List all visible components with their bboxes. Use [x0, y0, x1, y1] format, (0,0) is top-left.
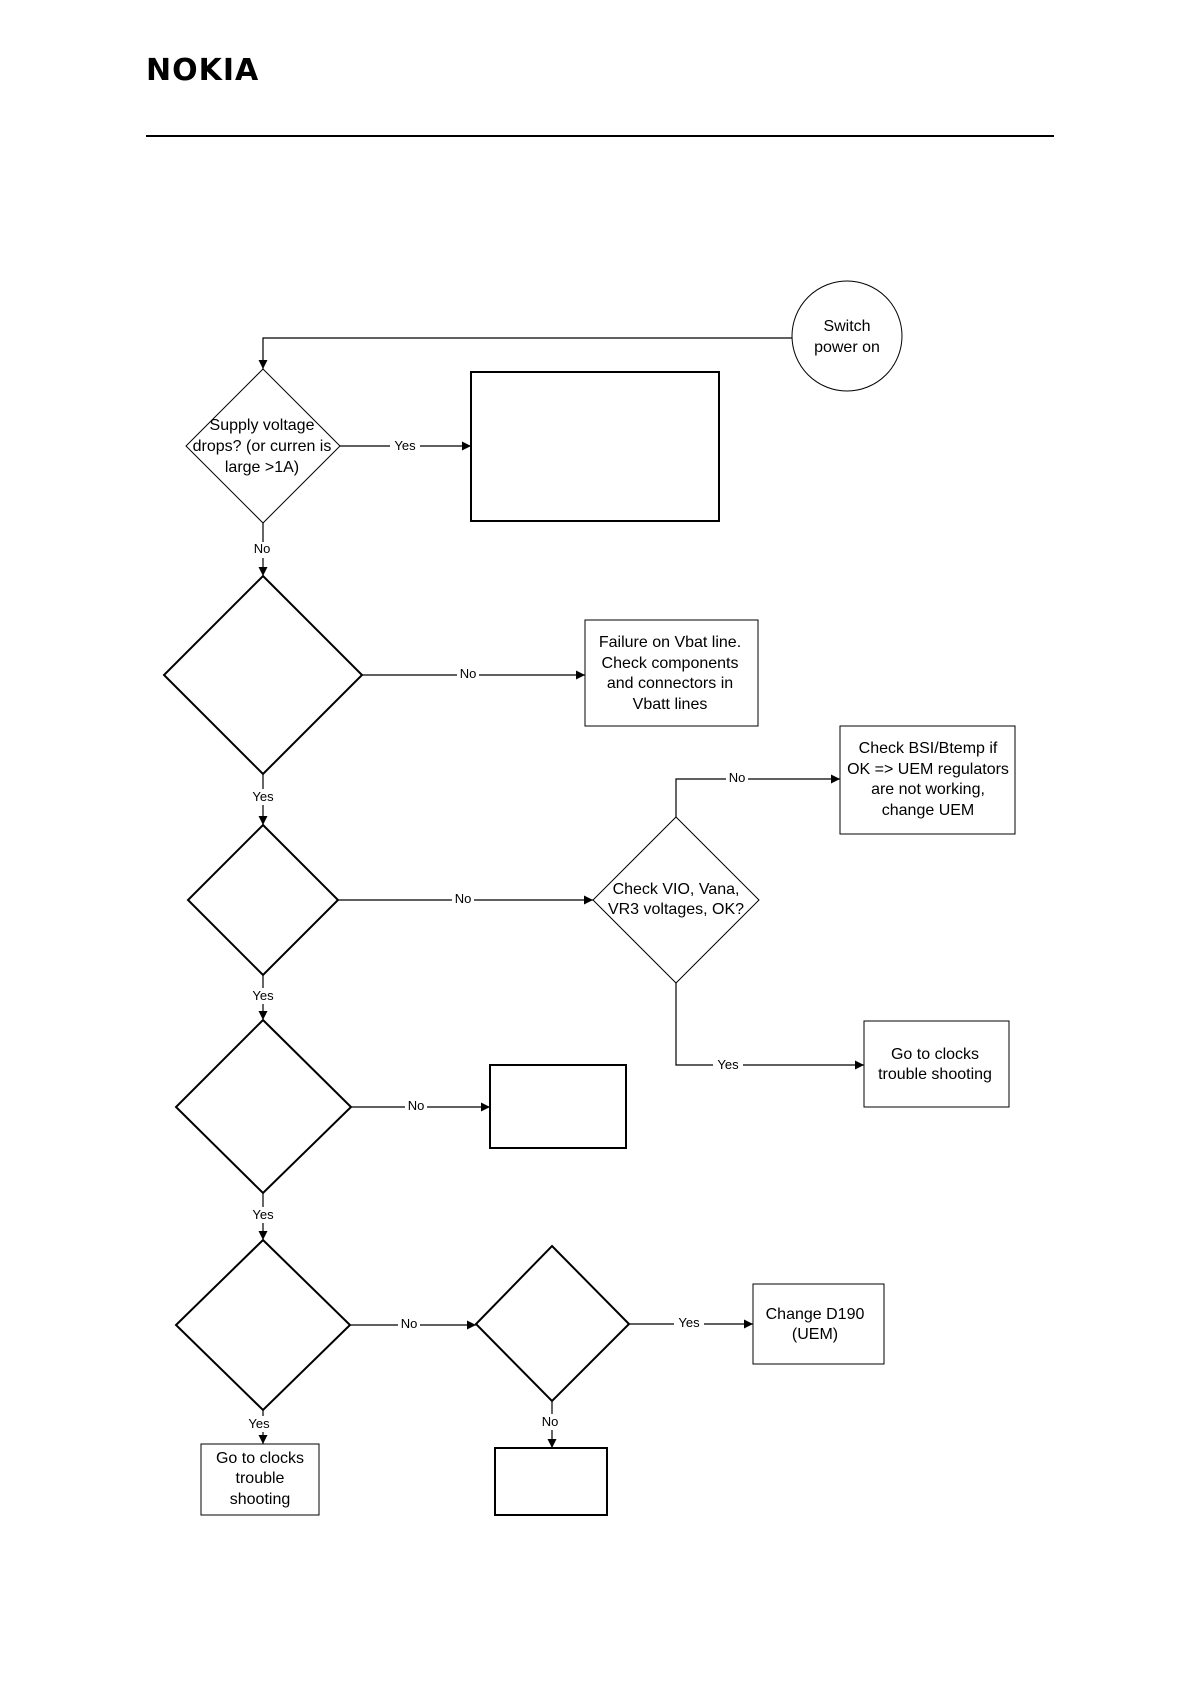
clocks-bottom-line-2: trouble — [236, 1470, 285, 1487]
edge-label-blank2-yes: Yes — [252, 988, 274, 1003]
edge-label-vio-no: No — [729, 770, 746, 785]
supply-label-line-2: drops? (or curren is — [193, 438, 332, 455]
edge-label-blank4-yes: Yes — [248, 1416, 270, 1431]
edge-label-supply-yes: Yes — [394, 438, 416, 453]
clocks-bottom-line-3: shooting — [230, 1491, 291, 1508]
vbat-failure-line-2: Check components — [602, 655, 739, 672]
decision-blank-3 — [174, 1018, 353, 1195]
label-bg — [390, 437, 420, 453]
decision-blank-2 — [186, 823, 340, 977]
label-bg — [713, 1056, 743, 1072]
vbat-failure-line-3: and connectors in — [607, 675, 733, 692]
check-bsi-line-1: Check BSI/Btemp if — [859, 740, 998, 757]
start-label-line-1: Switch — [823, 318, 870, 335]
label-bg — [457, 666, 479, 682]
decision-blank-4 — [174, 1238, 352, 1412]
check-bsi-line-3: are not working, — [871, 781, 985, 798]
edge-label-blank5-yes: Yes — [678, 1315, 700, 1330]
label-bg — [405, 1098, 427, 1114]
label-bg — [452, 891, 474, 907]
label-bg — [252, 542, 274, 558]
nokia-logo: NOKIA — [146, 53, 259, 88]
edge-label-blank4-no: No — [401, 1316, 418, 1331]
box-vbat-failure — [584, 619, 759, 727]
check-vio-line-2: VR3 voltages, OK? — [608, 901, 744, 918]
decision-check-vio — [592, 816, 760, 984]
edge-start-to-supply — [258, 337, 792, 369]
edge-label-supply-no: No — [254, 541, 271, 556]
supply-label-line-3: large >1A) — [225, 459, 299, 476]
edge-label-vio-yes: Yes — [717, 1057, 739, 1072]
start-label-line-2: power on — [814, 339, 880, 356]
label-bg — [540, 1414, 562, 1430]
edge-vio-yes — [675, 983, 864, 1070]
label-bg — [248, 789, 278, 805]
check-bsi-line-4: change UEM — [882, 802, 975, 819]
edge-label-blank2-no: No — [455, 891, 472, 906]
edge-label-blank5-no: No — [542, 1414, 559, 1429]
decision-blank-1 — [162, 574, 364, 776]
edge-label-blank1-no: No — [460, 666, 477, 681]
vbat-failure-line-1: Failure on Vbat line. — [599, 634, 741, 651]
vbat-failure-line-4: Vbatt lines — [633, 696, 708, 713]
label-bg — [244, 1416, 274, 1432]
box-clocks-right — [863, 1020, 1010, 1108]
box-check-bsi — [839, 725, 1016, 835]
start-circle — [791, 280, 903, 392]
supply-label-line-1: Supply voltage — [210, 417, 315, 434]
edge-label-blank1-yes: Yes — [252, 789, 274, 804]
label-bg — [674, 1315, 704, 1331]
edge-vio-no — [675, 774, 840, 817]
edge-label-blank3-no: No — [408, 1098, 425, 1113]
change-d190-line-2: (UEM) — [792, 1326, 838, 1343]
decision-blank-5 — [474, 1244, 631, 1403]
blank-box-supply-yes — [470, 371, 720, 522]
check-bsi-line-2: OK => UEM regulators — [847, 761, 1009, 778]
edge-label-blank3-yes: Yes — [252, 1207, 274, 1222]
label-bg — [248, 1207, 278, 1223]
label-bg — [248, 988, 278, 1004]
clocks-bottom-line-1: Go to clocks — [216, 1450, 304, 1467]
clocks-right-line-2: trouble shooting — [878, 1066, 992, 1083]
box-change-d190 — [752, 1283, 885, 1365]
change-d190-line-1: Change D190 — [766, 1306, 865, 1323]
box-clocks-bottom — [200, 1443, 320, 1516]
label-bg — [726, 770, 748, 786]
label-bg — [398, 1316, 420, 1332]
clocks-right-line-1: Go to clocks — [891, 1046, 979, 1063]
blank-box-decision-5-no — [494, 1447, 608, 1516]
blank-box-decision-3-no — [489, 1064, 627, 1149]
check-vio-line-1: Check VIO, Vana, — [613, 881, 740, 898]
